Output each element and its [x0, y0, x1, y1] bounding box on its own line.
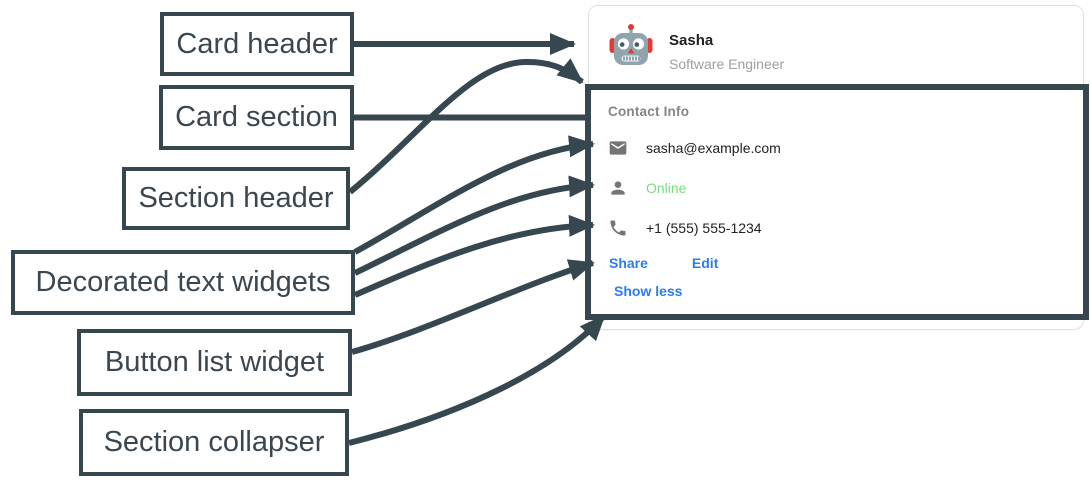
decorated-text-arrow-status — [353, 175, 595, 276]
button-list-arrow — [351, 259, 595, 355]
decorated-text-row-email: sasha@example.com — [608, 137, 1028, 159]
button-list: Share Edit — [609, 255, 718, 271]
section-header-arrow — [348, 58, 584, 195]
card-header-role: Software Engineer — [669, 56, 785, 72]
show-less-collapser[interactable]: Show less — [614, 283, 683, 299]
phone-value: +1 (555) 555-1234 — [646, 220, 762, 236]
section-header-title: Contact Info — [608, 104, 690, 119]
contact-card: Sasha Software Engineer Contact Info sas… — [588, 5, 1084, 330]
person-icon — [611, 181, 625, 195]
label-card-header: Card header — [160, 12, 354, 76]
edit-button[interactable]: Edit — [691, 255, 719, 271]
decorated-text-row-phone: +1 (555) 555-1234 — [608, 217, 1028, 239]
card-header-name: Sasha — [669, 32, 714, 49]
robot-avatar-icon — [609, 24, 653, 65]
mail-icon — [609, 141, 627, 155]
label-section-header: Section header — [122, 167, 350, 230]
decorated-text-row-status: Online — [608, 177, 1028, 199]
section-collapser-arrow — [348, 313, 607, 446]
share-button[interactable]: Share — [609, 255, 648, 271]
phone-icon — [610, 220, 626, 236]
status-value: Online — [646, 180, 687, 196]
decorated-text-arrow-email — [353, 135, 595, 255]
label-button-list-widget: Button list widget — [77, 329, 352, 396]
decorated-text-arrow-phone — [353, 214, 595, 298]
label-decorated-text-widgets: Decorated text widgets — [11, 250, 355, 315]
label-section-collapser: Section collapser — [79, 409, 349, 476]
label-card-section: Card section — [159, 85, 354, 150]
email-value: sasha@example.com — [646, 140, 781, 156]
